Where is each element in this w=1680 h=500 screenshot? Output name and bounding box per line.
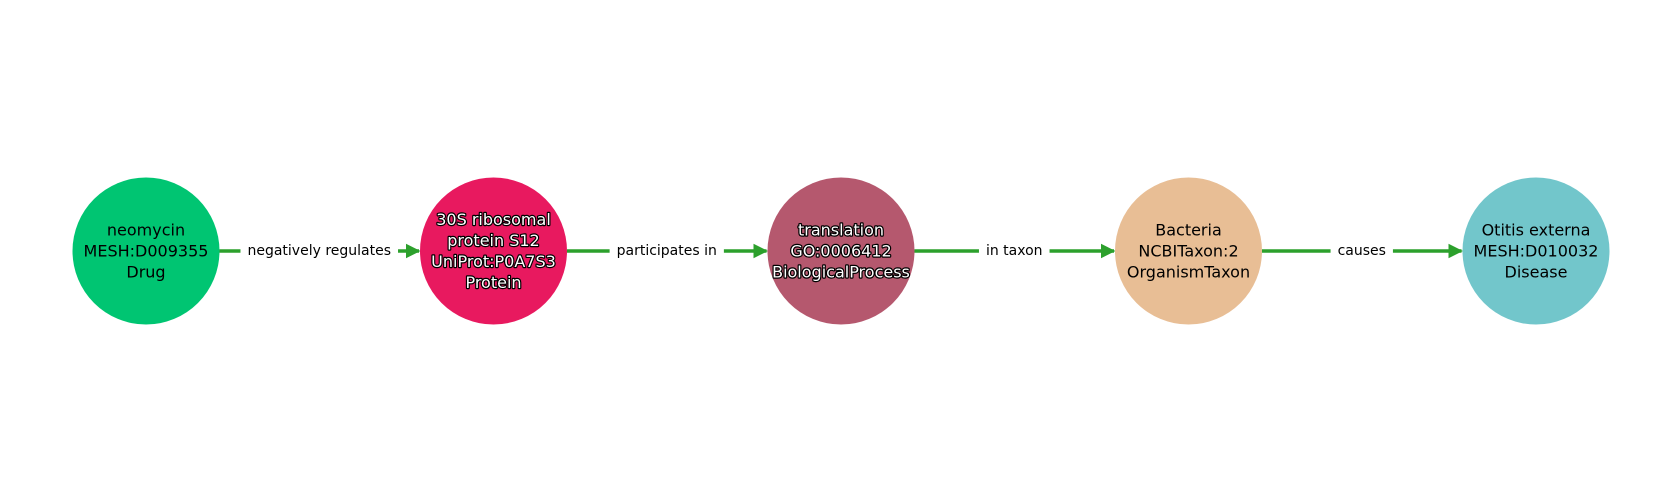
node-label-line: MESH:D009355 [84, 242, 209, 261]
edge-label-background [609, 241, 724, 261]
edge-label-background [1330, 241, 1393, 261]
node-label-line: 30S ribosomal [436, 210, 551, 229]
node-circle [1115, 177, 1262, 325]
node-label-line: Drug [126, 263, 165, 282]
node-circle [1462, 177, 1610, 325]
node-label-line: OrganismTaxon [1127, 263, 1250, 282]
node-label-line: translation [798, 221, 884, 240]
node-label-line: MESH:D010032 [1474, 242, 1599, 261]
edge-rps12-translation: participates in [567, 241, 768, 261]
node-label-line: NCBITaxon:2 [1138, 242, 1238, 261]
node-label-line: Otitis externa [1482, 221, 1591, 240]
edge-label: causes [1338, 243, 1386, 259]
edge-label: negatively regulates [247, 243, 391, 259]
node-circle [72, 177, 220, 325]
node-label-line: GO:0006412 [790, 242, 891, 261]
node-label-line: Disease [1505, 263, 1568, 282]
edge-label-background [240, 241, 399, 261]
node-rps12: 30S ribosomal protein S12UniProt:P0A7S3Pr… [420, 177, 567, 325]
edge-label: in taxon [986, 243, 1043, 259]
node-circle [767, 177, 915, 325]
edge-label-background [978, 241, 1050, 261]
edge-translation-bacteria: in taxon [914, 241, 1116, 261]
node-label-line: Bacteria [1155, 221, 1222, 240]
edge-label: participates in [617, 243, 717, 259]
edge-bacteria-otitis: causes [1262, 241, 1463, 261]
node-label-line: protein S12 [447, 231, 539, 250]
node-label-line: neomycin [107, 221, 185, 240]
edge-neomycin-rps12: negatively regulates [219, 241, 421, 261]
node-label-line: UniProt:P0A7S3 [431, 252, 556, 271]
node-label-line: BiologicalProcess [772, 263, 910, 282]
node-circle [420, 177, 567, 325]
node-label-line: Protein [465, 273, 521, 292]
edges-layer: negatively regulates participates in in ta… [219, 241, 1463, 261]
